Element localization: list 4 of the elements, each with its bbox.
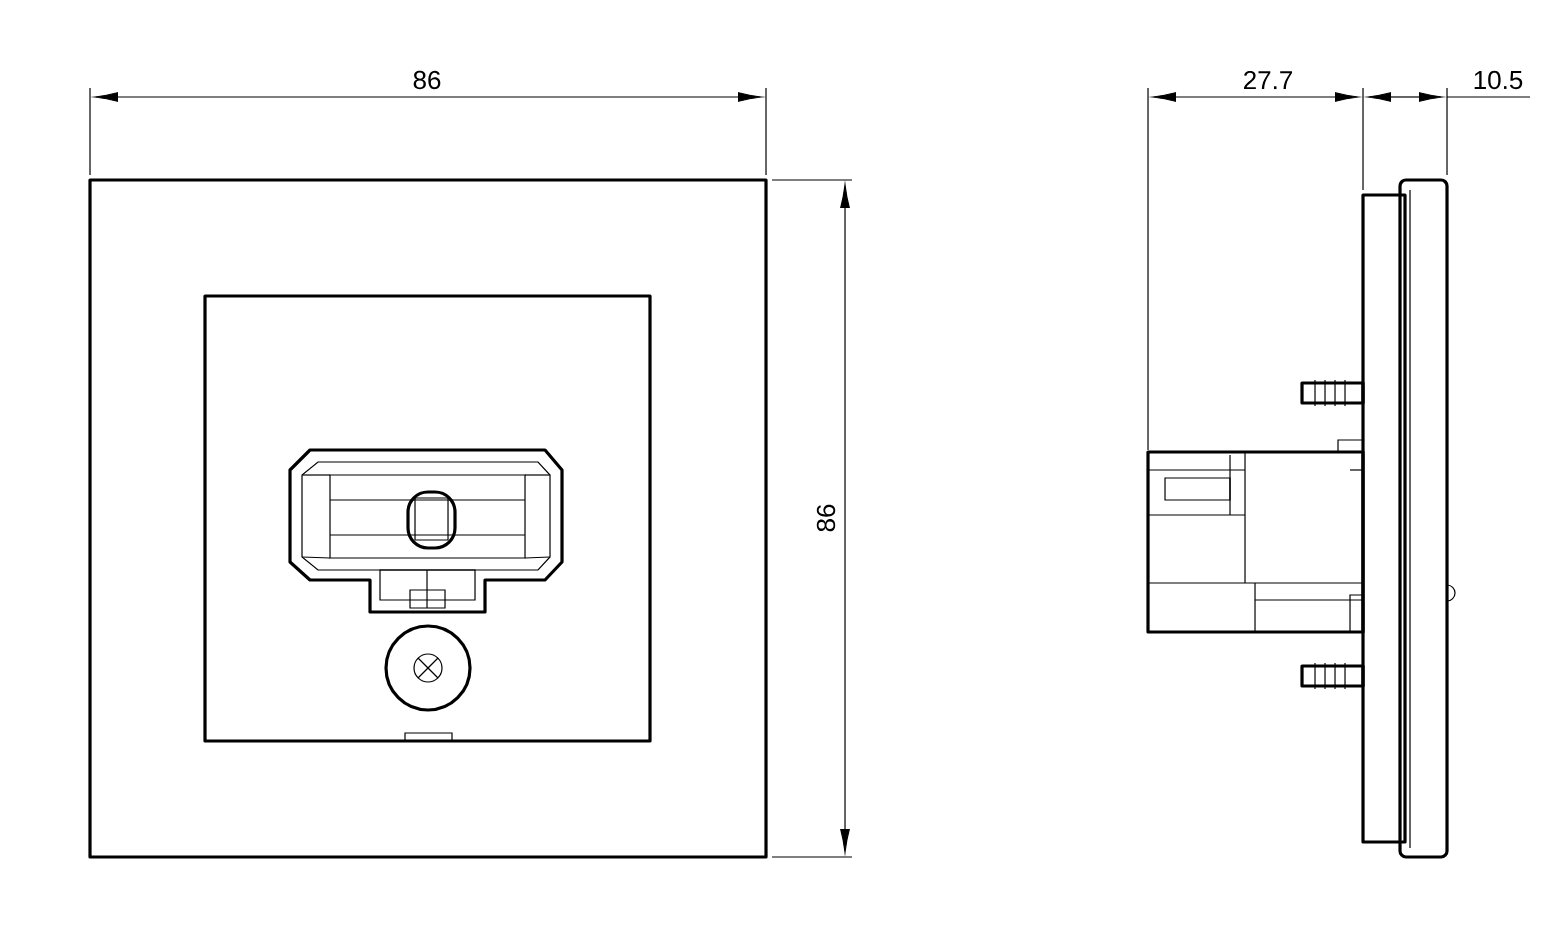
dimension-label: 10.5: [1474, 70, 1523, 90]
dimension-label: 27.7: [1244, 70, 1292, 90]
dimension-label: 86: [816, 504, 836, 532]
dimension-label: 86: [413, 70, 441, 90]
